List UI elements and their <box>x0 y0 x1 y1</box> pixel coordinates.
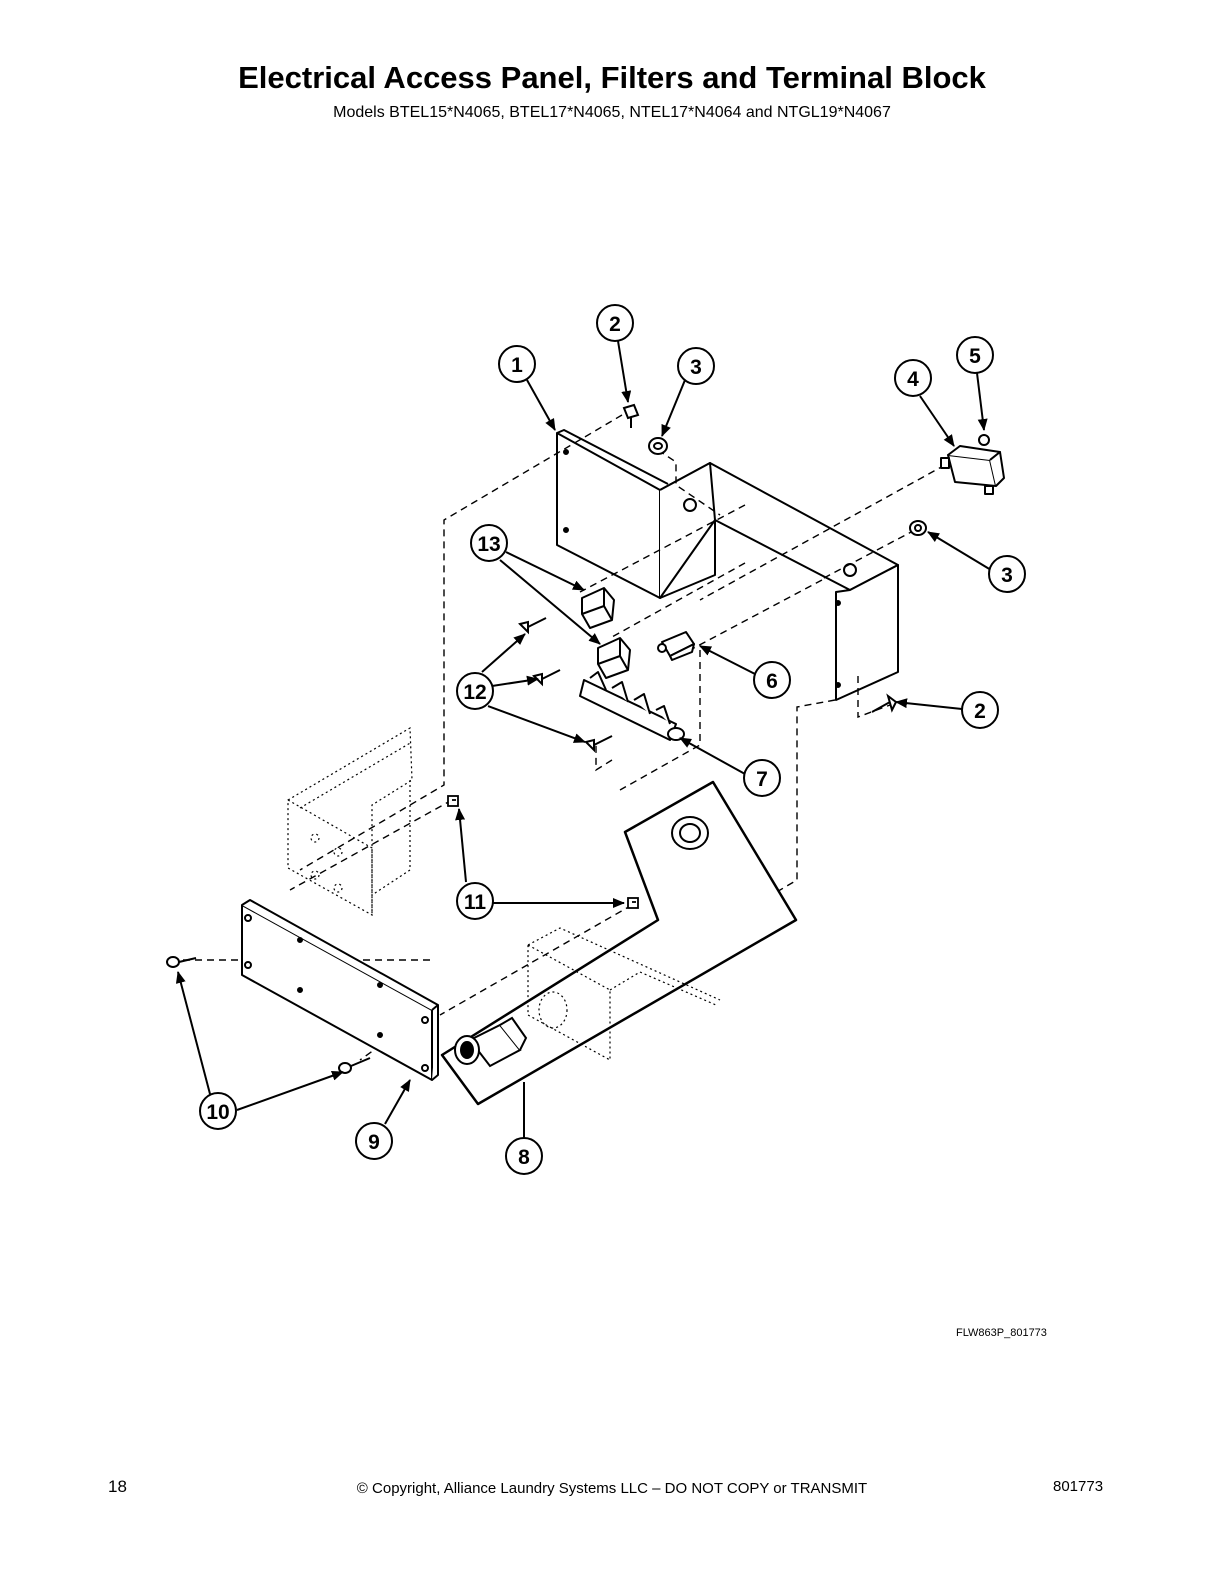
callout-5-label: 5 <box>969 345 981 368</box>
callout-1: 1 <box>498 345 536 383</box>
callout-13: 13 <box>470 524 508 562</box>
cover-plate-9 <box>241 899 439 1081</box>
callout-10: 10 <box>199 1092 237 1130</box>
connector-6 <box>657 631 695 661</box>
callout-11: 11 <box>456 882 494 920</box>
callout-2-top-label: 2 <box>609 313 621 336</box>
terminal-block-7 <box>579 671 685 741</box>
page-number: 18 <box>108 1477 127 1496</box>
callout-12: 12 <box>456 672 494 710</box>
callout-3-top: 3 <box>677 347 715 385</box>
strain-relief-inset-8 <box>440 780 798 1106</box>
relay-13-upper <box>581 587 615 629</box>
callout-9: 9 <box>355 1122 393 1160</box>
callout-3-right: 3 <box>988 555 1026 593</box>
callout-2-top: 2 <box>596 304 634 342</box>
callout-9-label: 9 <box>368 1131 380 1154</box>
line-filter <box>940 445 1005 495</box>
callout-2-right-label: 2 <box>974 700 986 723</box>
callout-2-right: 2 <box>961 691 999 729</box>
page-title: Electrical Access Panel, Filters and Ter… <box>238 60 986 95</box>
screw-2-top <box>622 403 640 428</box>
callout-13-label: 13 <box>477 533 500 556</box>
grommet-3-right <box>909 520 927 536</box>
callout-5: 5 <box>956 336 994 374</box>
callout-7-label: 7 <box>756 768 768 791</box>
callout-8-label: 8 <box>518 1146 530 1169</box>
figure-code: FLW863P_801773 <box>956 1327 1047 1339</box>
models-subtitle: Models BTEL15*N4065, BTEL17*N4065, NTEL1… <box>333 104 891 121</box>
callout-4-label: 4 <box>907 368 919 391</box>
callout-3-right-label: 3 <box>1001 564 1013 587</box>
access-panel-bracket <box>556 429 899 701</box>
callout-4: 4 <box>894 359 932 397</box>
screw-2-right <box>871 693 898 713</box>
grommet-3-top <box>648 437 668 455</box>
callout-6: 6 <box>753 661 791 699</box>
callout-3-top-label: 3 <box>690 356 702 379</box>
clip-11-upper <box>447 795 459 807</box>
leader-lines <box>175 340 992 1138</box>
callout-7: 7 <box>743 759 781 797</box>
callout-1-label: 1 <box>511 354 523 377</box>
ghost-terminal-box <box>287 726 413 917</box>
screws-10 <box>166 956 371 1074</box>
callout-6-label: 6 <box>766 670 778 693</box>
callout-12-label: 12 <box>463 681 486 704</box>
document-number: 801773 <box>1053 1478 1104 1495</box>
callout-8: 8 <box>505 1137 543 1175</box>
copyright-notice: © Copyright, Alliance Laundry Systems LL… <box>356 1480 868 1497</box>
clip-11-lower <box>627 897 639 909</box>
callout-10-label: 10 <box>206 1101 229 1124</box>
callout-11-label: 11 <box>464 891 487 914</box>
relay-13-lower <box>597 637 631 679</box>
screw-5 <box>978 434 990 446</box>
